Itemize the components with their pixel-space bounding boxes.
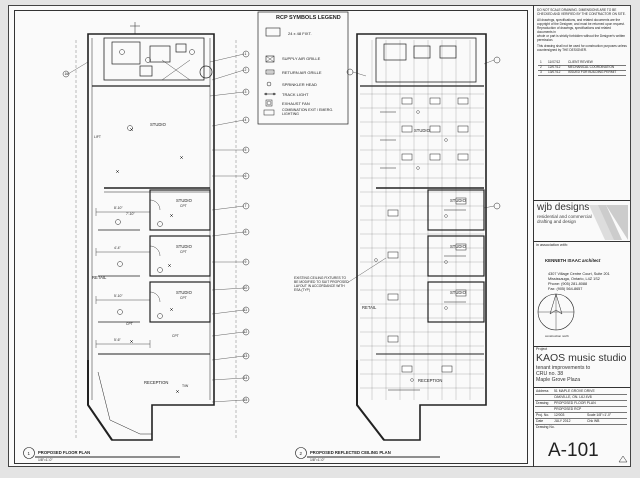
floor-label-cpt-1: CPT <box>180 204 187 208</box>
floor-plan <box>23 22 250 459</box>
ceiling-plan <box>295 33 501 459</box>
drawing-area-frame <box>14 10 528 464</box>
dimension-1: 8'-10" <box>114 206 123 210</box>
room-label-studio-3: STUDIO <box>176 244 192 249</box>
rcp-room-label-reception: RECEPTION <box>418 378 443 383</box>
legend-title: RCP SYMBOLS LEGEND <box>276 15 341 21</box>
title-block <box>533 5 630 467</box>
floor-plan-title: PROPOSED FLOOR PLAN <box>38 450 91 455</box>
sheet-number: A-101 <box>548 440 599 461</box>
tag-16: 16 <box>64 72 69 76</box>
floor-label-cpt-4: CPT <box>126 322 133 326</box>
ceiling-plan-title: PROPOSED REFLECTED CEILING PLAN <box>310 450 391 455</box>
firm-name: wjb designs <box>537 202 590 213</box>
rcp-room-label-studio-3: STUDIO <box>450 290 466 295</box>
rcp-room-label-studio-4: STUDIO <box>414 128 430 133</box>
stamp-label: construction north <box>545 334 569 338</box>
title-block-divider <box>533 346 630 347</box>
architect-suffix: architect <box>582 258 601 263</box>
architect-name: KENNETH ISAAC <box>545 258 582 263</box>
room-label-reception: RECEPTION <box>144 380 169 385</box>
ceiling-plan-scale: 1/8"=1'-0" <box>310 458 325 462</box>
floor-plan-number: 1 <box>27 450 31 456</box>
rcp-room-label-retail: RETAIL <box>362 305 377 310</box>
project-description: tenant improvements to CRU no. 38 Maple … <box>536 365 591 383</box>
dimension-5: 7'-10" <box>126 212 135 216</box>
tag-11: 11 <box>243 308 248 312</box>
floor-label-wd: T/W <box>182 384 189 388</box>
tag-15: 15 <box>243 398 248 402</box>
wjb-designs-logo <box>589 205 628 240</box>
revision-row: 3 13/07/12 ISSUED FOR BUILDING PERMIT <box>538 70 626 76</box>
rcp-room-label-studio-2: STUDIO <box>450 244 466 249</box>
tag-1: 1 <box>244 52 247 56</box>
architect-contact: 4307 Village Centre Court, Suite 201 Mis… <box>548 272 610 291</box>
dimension-4: 5'-6" <box>114 338 121 342</box>
association-label: in association with: <box>536 243 568 247</box>
title-block-divider <box>533 200 630 201</box>
rcp-legend <box>257 11 349 125</box>
tag-4: 4 <box>244 118 247 122</box>
revision-row: 2 12/07/12 MECHANICAL COORDINATION <box>538 65 626 71</box>
floor-label-tw: CPT <box>172 334 179 338</box>
rcp-room-label-studio-1: STUDIO <box>450 198 466 203</box>
north-arrow-stamp <box>537 293 575 331</box>
tag-3: 3 <box>244 90 247 94</box>
tag-8: 8 <box>244 230 247 234</box>
dimension-2: 4'-4" <box>114 246 121 250</box>
dimension-3: 5'-10" <box>114 294 123 298</box>
floor-label-lift: LIFT <box>94 135 101 139</box>
general-notes: DO NOT SCALE DRAWING. DIMENSIONS ARE TO … <box>537 8 627 52</box>
sheet-mark-triangle <box>618 455 628 463</box>
tag-7: 7 <box>244 204 247 208</box>
tag-13: 13 <box>243 354 248 358</box>
title-block-divider <box>533 387 630 388</box>
info-row: OAKVILLE, ON. L6J 4V8 <box>535 394 627 401</box>
room-label-studio-1: STUDIO <box>150 122 166 127</box>
project-title: KAOS music studio <box>536 352 627 364</box>
revision-row: 1 11/07/12 CLIENT REVIEW <box>538 60 626 66</box>
legend-item-exit-light: COMBINATION EXIT / EMERG. LIGHTING <box>282 108 334 117</box>
ceiling-plan-number: 2 <box>299 450 303 456</box>
tag-14: 14 <box>243 376 248 380</box>
tag-5: 5 <box>244 148 247 152</box>
legend-item-fixture: 24 x 48 FIXT. <box>288 31 312 36</box>
room-label-studio-4: STUDIO <box>176 290 192 295</box>
floor-label-cpt-2: CPT <box>180 250 187 254</box>
tag-6: 6 <box>244 174 247 178</box>
firm-tagline-2: drafting and design <box>537 219 577 224</box>
legend-item-sprinkler: SPRINKLER HEAD <box>282 82 317 87</box>
room-label-studio-2: STUDIO <box>176 198 192 203</box>
tag-12: 12 <box>243 330 248 334</box>
legend-item-supply-grille: SUPPLY AIR GRILLE <box>282 56 321 61</box>
tag-10: 10 <box>243 286 248 290</box>
info-row: Drawing No. <box>536 425 555 429</box>
info-row: PROPOSED RCP <box>535 406 627 413</box>
title-block-divider <box>533 241 630 242</box>
floor-label-cpt-3: CPT <box>180 296 187 300</box>
project-label: Project <box>536 347 548 351</box>
tag-2: 2 <box>244 68 247 72</box>
legend-item-track-light: TRACK LIGHT <box>282 92 309 97</box>
tag-9: 9 <box>244 260 247 264</box>
rcp-note: EXISTING CEILING FIXTURES TO BE MODIFIED… <box>294 276 349 292</box>
legend-item-exhaust-fan: EXHAUST FAN <box>282 101 310 106</box>
floor-plan-scale: 1/8"=1'-0" <box>38 458 53 462</box>
firm-tagline-1: residential and commercial <box>537 214 592 219</box>
legend-item-return-grille: RETURN AIR GRILLE <box>282 70 322 75</box>
floor-label-retail: RETAIL <box>92 275 107 280</box>
